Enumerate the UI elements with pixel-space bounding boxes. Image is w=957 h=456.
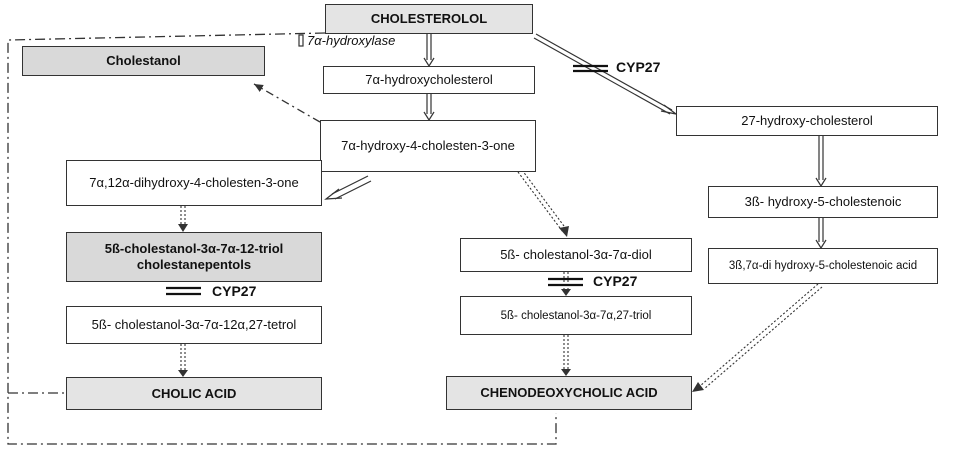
node-7a-hydroxy-4-cholesten-3-one: 7α-hydroxy-4-cholesten-3-one bbox=[320, 120, 536, 172]
dotted-arrow-triol27-to-cheno bbox=[563, 335, 569, 370]
arrow-27hydroxy-to-cholestenoic bbox=[818, 136, 824, 180]
enzyme-marker-icon bbox=[298, 34, 304, 47]
cyp27-block-left bbox=[166, 286, 201, 296]
node-hydroxy-5-cholestenoic: 3ß- hydroxy-5-cholestenoic bbox=[708, 186, 938, 218]
node-dihydroxy-cholestenoic-acid: 3ß,7α-di hydroxy-5-cholestenoic acid bbox=[708, 248, 938, 284]
node-chenodeoxycholic-acid: CHENODEOXYCHOLIC ACID bbox=[446, 376, 692, 410]
arrow-cholestenoic-to-dihydroxy bbox=[818, 218, 824, 242]
cyp27-block-top bbox=[573, 64, 608, 73]
node-7a-hydroxycholesterol: 7α-hydroxycholesterol bbox=[323, 66, 535, 94]
node-triol-cholestanepentols: 5ß-cholestanol-3α-7α-12-triol cholestane… bbox=[66, 232, 322, 282]
node-cholic-acid: CHOLIC ACID bbox=[66, 377, 322, 410]
label-cyp27-mid: CYP27 bbox=[593, 273, 638, 289]
dashdot-enclosure-line bbox=[7, 32, 557, 445]
dotted-arrow-tetrol-to-cholic bbox=[180, 344, 186, 371]
node-diol: 5ß- cholestanol-3α-7α-diol bbox=[460, 238, 692, 272]
node-tetrol: 5ß- cholestanol-3α-7α-12α,27-tetrol bbox=[66, 306, 322, 344]
dotted-arrow-dihydroxy-to-triol bbox=[180, 206, 186, 225]
node-dihydroxy-cholestenone: 7α,12α-dihydroxy-4-cholesten-3-one bbox=[66, 160, 322, 206]
node-cholestanol: Cholestanol bbox=[22, 46, 265, 76]
cyp27-block-mid bbox=[548, 277, 583, 287]
arrow-cholestenone-to-dihydroxy bbox=[331, 175, 372, 200]
dotted-arrow-acid-to-cheno bbox=[699, 283, 823, 390]
node-triol27: 5ß- cholestanol-3α-7α,27-triol bbox=[460, 296, 692, 335]
node-27-hydroxy-cholesterol: 27-hydroxy-cholesterol bbox=[676, 106, 938, 136]
dotted-arrow-cholestenone-to-diol bbox=[517, 169, 568, 233]
label-7a-hydroxylase: 7α-hydroxylase bbox=[307, 33, 396, 48]
arrow-cholesterol-to-7a bbox=[426, 34, 432, 60]
dashdot-arrow-cholestanol bbox=[253, 83, 321, 123]
label-cyp27-left: CYP27 bbox=[212, 283, 257, 299]
label-cyp27-top: CYP27 bbox=[616, 59, 661, 75]
node-cholesterol: CHOLESTEROLOL bbox=[325, 4, 533, 34]
dotted-arrow-diol-to-triol27 bbox=[563, 272, 569, 290]
arrow-7a-to-cholestenone bbox=[426, 94, 432, 114]
